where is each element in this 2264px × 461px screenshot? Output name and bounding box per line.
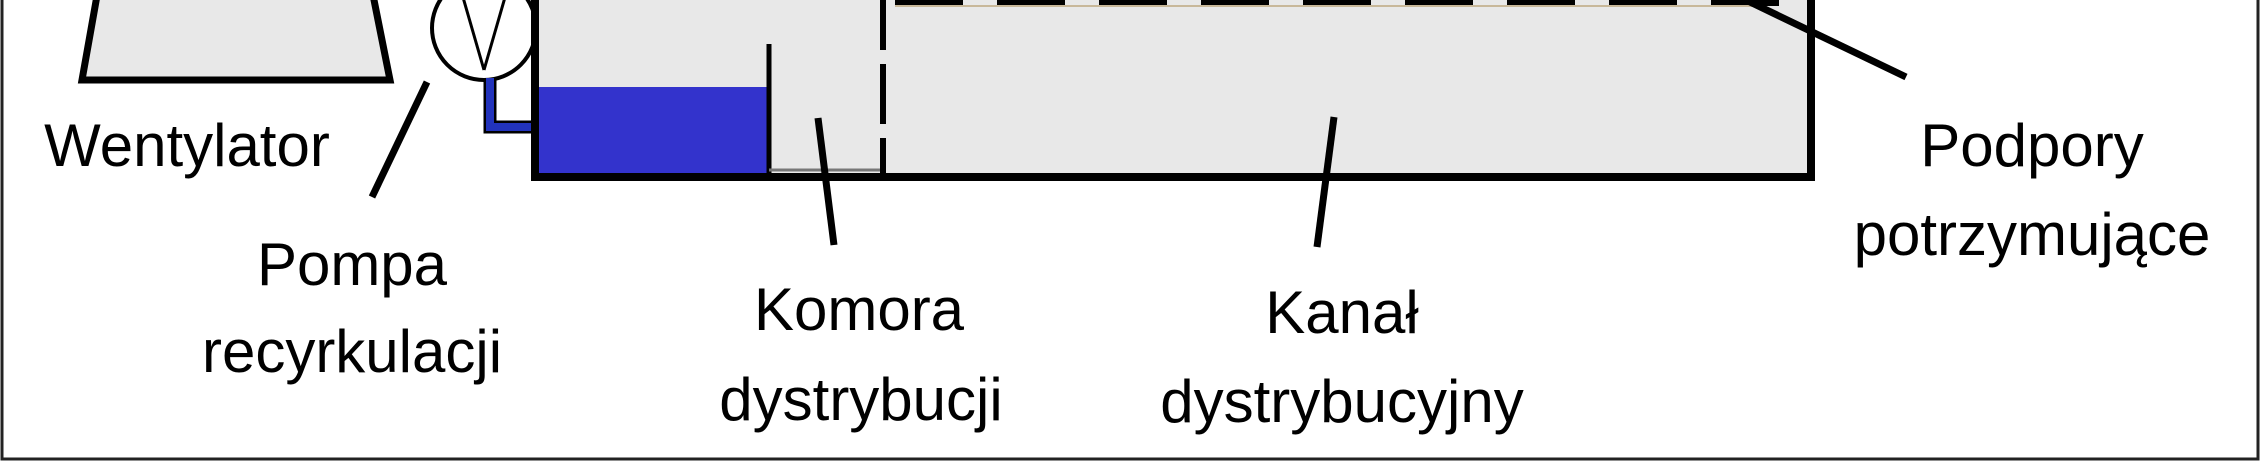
pump-label-line2: recyrkulacji: [202, 318, 502, 385]
pump-mark-2: [482, 0, 506, 71]
chamber-leader: [814, 117, 838, 246]
pump-pipe-fill: [486, 78, 531, 131]
channel-label-line1: Kanał: [1265, 279, 1418, 346]
pump-pipe: [483, 78, 531, 134]
tank-outline: [531, 0, 1815, 181]
water-level: [537, 87, 768, 175]
fan-housing: [77, 0, 395, 84]
chamber-label-line2: dystrybucji: [719, 366, 1002, 433]
fan-label: Wentylator: [44, 112, 330, 179]
supports-leader: [1748, 0, 1908, 81]
channel-label-line2: dystrybucyjny: [1160, 368, 1523, 435]
supports-label-line2: potrzymujące: [1854, 201, 2211, 268]
pump-label-line1: Pompa: [257, 231, 448, 298]
channel-leader: [1313, 116, 1338, 248]
supports-label-line1: Podpory: [1920, 112, 2143, 179]
chamber-label-line1: Komora: [754, 276, 965, 343]
pump-mark-1: [462, 0, 486, 71]
pump-leader: [368, 80, 431, 199]
